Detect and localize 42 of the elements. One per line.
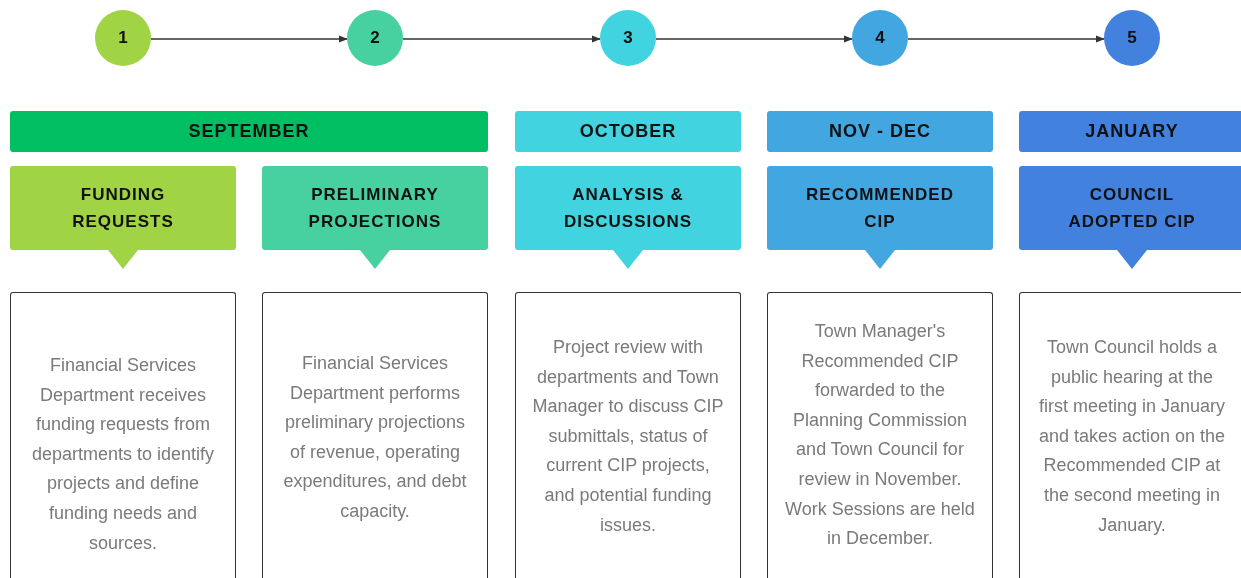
description-text: Financial Services Department performs preliminary projections of revenue, operating expenditures, and debt capacity. [282,352,468,523]
phase-title: PRELIMINARY PROJECTIONS [307,184,443,233]
phase-callout [767,166,993,250]
phase-title: ANALYSIS & DISCUSSIONS [562,184,694,233]
step-number: 1 [118,28,128,48]
step-circle [852,10,908,66]
phase-title: COUNCIL ADOPTED CIP [1067,184,1197,233]
step-circle [95,10,151,66]
description-box [1019,292,1241,578]
step-number: 4 [875,28,885,48]
arrow [402,35,601,43]
description-box [262,292,488,578]
phase-callout [262,166,488,250]
month-label: OCTOBER [579,121,677,142]
step-circle [600,10,656,66]
description-text: Town Manager's Recommended CIP forwarded to the Planning Commission and Town Council for review in November. Work Sessions are held in December. [784,320,976,551]
month-label: SEPTEMBER [188,121,310,142]
phase-callout [515,166,741,250]
phase-title: FUNDING REQUESTS [71,184,175,233]
month-bar [767,111,993,152]
month-bar [10,111,488,152]
step-number: 2 [370,28,380,48]
phase-callout [1019,166,1241,250]
month-bar [515,111,741,152]
step-circle [1104,10,1160,66]
description-box [767,292,993,578]
phase-callout [10,166,236,250]
arrow [150,35,348,43]
step-circle [347,10,403,66]
arrow [907,35,1105,43]
month-label: NOV - DEC [829,121,931,142]
description-text: Financial Services Department receives funding requests from departments to identify projects and define funding needs and sources. [30,354,216,555]
phase-title: RECOMMENDED CIP [805,184,955,233]
step-number: 3 [623,28,633,48]
description-text: Town Council holds a public hearing at the first meeting in January and takes action on the Recommended CIP at the second meeting in January. [1037,336,1227,537]
description-text: Project review with departments and Town Manager to discuss CIP submittals, status of current CIP projects, and potential funding issues. [531,336,725,537]
step-number: 5 [1127,28,1137,48]
arrow [655,35,853,43]
description-box [515,292,741,578]
month-bar [1019,111,1241,152]
description-box [10,292,236,578]
month-label: JANUARY [1085,121,1179,142]
